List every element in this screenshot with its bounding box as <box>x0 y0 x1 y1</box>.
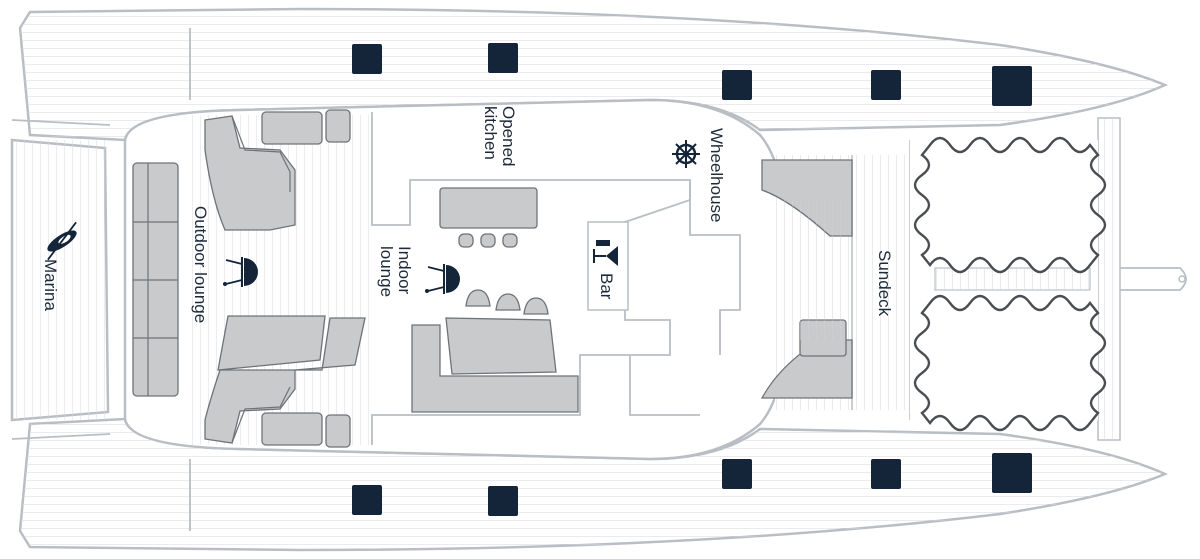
hatch <box>488 43 518 73</box>
trampoline-net-aft <box>913 294 1107 432</box>
coffee-table <box>445 317 557 375</box>
bow-beam <box>1097 117 1187 441</box>
trampoline-nets <box>910 136 1107 432</box>
armchair <box>495 293 521 311</box>
deck-hatches <box>352 43 1032 516</box>
bar-stool <box>458 233 474 248</box>
bbq-grill-icon <box>223 257 258 287</box>
marina-platform <box>10 138 110 422</box>
indoor-furniture <box>411 187 579 413</box>
outdoor-table <box>217 315 326 371</box>
opened-kitchen-label-line2: kitchen <box>481 106 500 160</box>
marina-label: Marina <box>41 259 60 312</box>
outdoor-lounge-furniture <box>132 109 366 448</box>
hatch <box>352 485 382 515</box>
hatch <box>871 70 901 100</box>
indoor-lounge-label-line2: lounge <box>377 246 396 297</box>
armchair <box>523 297 549 315</box>
starboard-side-stool <box>325 414 351 448</box>
port-side-table <box>261 111 323 145</box>
ship-wheel-icon <box>672 140 700 168</box>
bar-stool <box>480 233 496 248</box>
port-side-stool <box>325 109 351 143</box>
hatch <box>722 70 752 100</box>
indoor-sofa <box>411 324 579 413</box>
hatch <box>871 459 901 489</box>
cocktail-bar-icon <box>593 240 618 266</box>
sundeck-furniture <box>760 159 853 399</box>
wheelhouse-label: Wheelhouse <box>707 128 726 223</box>
lounge-chair-icon <box>425 264 460 294</box>
bar-stool <box>502 233 518 248</box>
bar-label: Bar <box>597 273 616 300</box>
outdoor-lounge-label: Outdoor lounge <box>191 206 210 323</box>
sundeck-label: Sundeck <box>875 250 894 317</box>
hatch <box>992 66 1032 106</box>
hatch <box>352 44 382 74</box>
port-corner-sofa <box>204 115 296 231</box>
indoor-lounge-label-line1: Indoor <box>395 246 414 295</box>
opened-kitchen-label-line1: Opened <box>499 106 518 167</box>
armchair <box>465 289 491 307</box>
hatch <box>722 459 752 489</box>
hatch <box>488 486 518 516</box>
kayak-icon <box>47 221 77 261</box>
trampoline-net-forward <box>913 136 1107 274</box>
kitchen-island <box>439 187 538 229</box>
starboard-side-table <box>261 412 323 446</box>
hatch <box>992 453 1032 493</box>
